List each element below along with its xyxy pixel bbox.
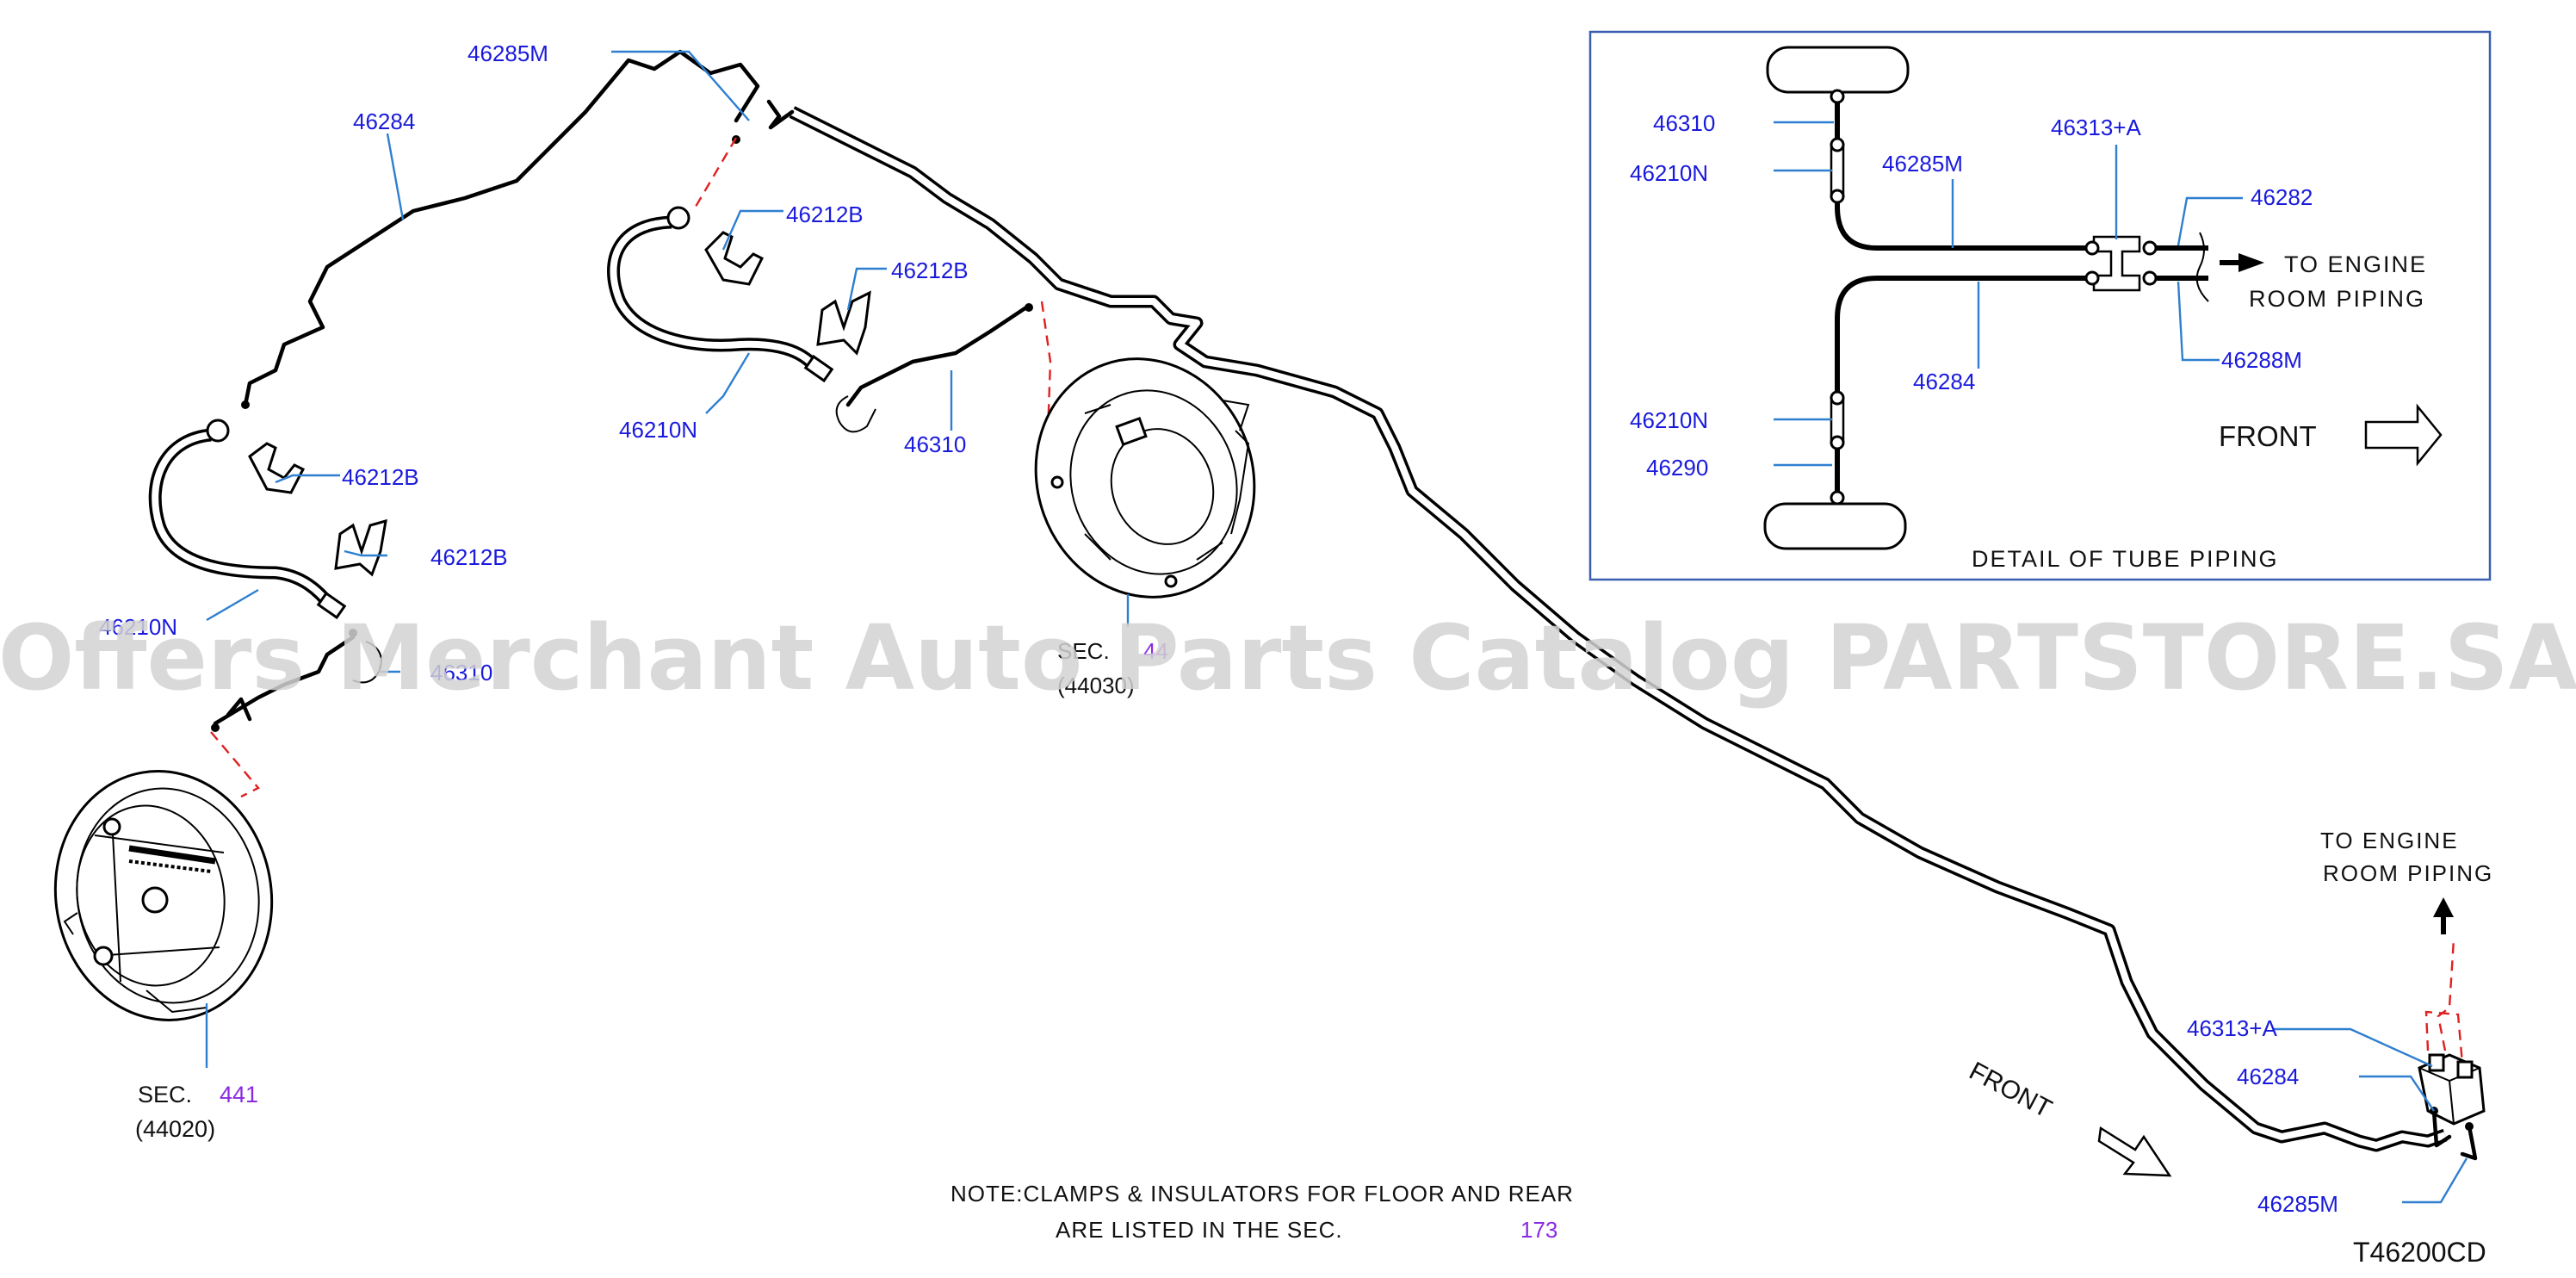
callout-46212B-c: 46212B — [342, 464, 419, 490]
callout-46210N-mid: 46210N — [619, 417, 697, 443]
callout-46212B-d: 46212B — [430, 544, 508, 570]
section-label-left: SEC. — [138, 1082, 192, 1107]
drum-brake-assembly-left — [53, 770, 274, 1021]
diagram-code: T46200CD — [2353, 1237, 2486, 1268]
callout-46285M-top: 46285M — [468, 40, 548, 66]
backing-plate-mid — [1034, 357, 1256, 599]
section-label-mid: SEC. — [1057, 638, 1110, 664]
to-engine-label-bottom-2: ROOM PIPING — [2323, 860, 2493, 886]
detail-label-46310: 46310 — [1653, 110, 1715, 136]
front-arrow-icon-bottom — [2097, 1126, 2172, 1177]
brake-hose-46210N-left — [148, 419, 347, 620]
detail-label-46284: 46284 — [1913, 369, 1975, 394]
callout-46212B-b: 46212B — [891, 257, 969, 283]
detail-label-46288M: 46288M — [2221, 347, 2302, 373]
callout-46285M-bottom: 46285M — [2257, 1191, 2338, 1217]
detail-label-46282: 46282 — [2251, 184, 2313, 210]
section-code-left: (44020) — [135, 1116, 215, 1142]
callout-46284-top: 46284 — [353, 109, 415, 134]
detail-to-engine-2: ROOM PIPING — [2249, 286, 2425, 312]
front-arrow-icon-detail — [2364, 403, 2443, 467]
detail-label-46313A: 46313+A — [2051, 115, 2141, 140]
junction-block-46313A — [2418, 1053, 2486, 1161]
wheel-top-icon — [1766, 46, 1910, 94]
callout-46313A-bottom: 46313+A — [2187, 1015, 2277, 1041]
callout-46310-mid: 46310 — [904, 431, 966, 457]
detail-label-46285M: 46285M — [1882, 151, 1963, 177]
clip-46212B-d — [334, 518, 387, 577]
brake-hose-46210N-mid — [607, 206, 834, 383]
callout-46212B-a: 46212B — [786, 202, 864, 227]
detail-label-46290: 46290 — [1646, 455, 1708, 481]
detail-label-46210N-bottom: 46210N — [1630, 407, 1708, 433]
callout-46210N-left: 46210N — [99, 614, 177, 640]
clip-46212B-c — [248, 442, 306, 494]
brake-tube-46284 — [241, 49, 760, 409]
watermark: Offers Merchant Auto Parts Catalog PARTS… — [0, 605, 2576, 710]
brake-tube-46310-mid — [835, 303, 1033, 433]
callout-46284-bottom: 46284 — [2237, 1064, 2299, 1089]
section-code-mid: (44030) — [1057, 673, 1135, 698]
clip-46212B-b — [816, 290, 871, 356]
detail-border — [1588, 30, 2492, 581]
arrow-up-icon — [2433, 897, 2454, 934]
wheel-bottom-icon — [1763, 502, 1907, 550]
detail-to-engine-1: TO ENGINE — [2284, 251, 2427, 277]
note-line-2: ARE LISTED IN THE SEC. — [1056, 1217, 1343, 1243]
callout-46310-left: 46310 — [430, 660, 492, 686]
arrow-right-icon — [2220, 253, 2264, 272]
front-label-bottom: FRONT — [1965, 1057, 2057, 1124]
section-number-mid[interactable]: 44 — [1143, 638, 1168, 664]
brake-tube-left-lower — [211, 629, 382, 732]
clip-46212B-a — [704, 231, 765, 286]
note-line-1: NOTE:CLAMPS & INSULATORS FOR FLOOR AND R… — [951, 1181, 1574, 1207]
detail-label-46210N-top: 46210N — [1630, 160, 1708, 186]
to-engine-label-bottom-1: TO ENGINE — [2320, 828, 2459, 853]
detail-front-label: FRONT — [2219, 420, 2317, 452]
detail-inset: 46310 46210N 46285M 46313+A 46282 46288M… — [1588, 30, 2492, 581]
detail-title: DETAIL OF TUBE PIPING — [1972, 546, 2279, 572]
leader-lines — [205, 50, 2468, 1204]
note-section-number[interactable]: 173 — [1520, 1217, 1557, 1243]
main-brake-tube-46285M — [766, 99, 2448, 1152]
section-number-left[interactable]: 441 — [220, 1082, 258, 1107]
